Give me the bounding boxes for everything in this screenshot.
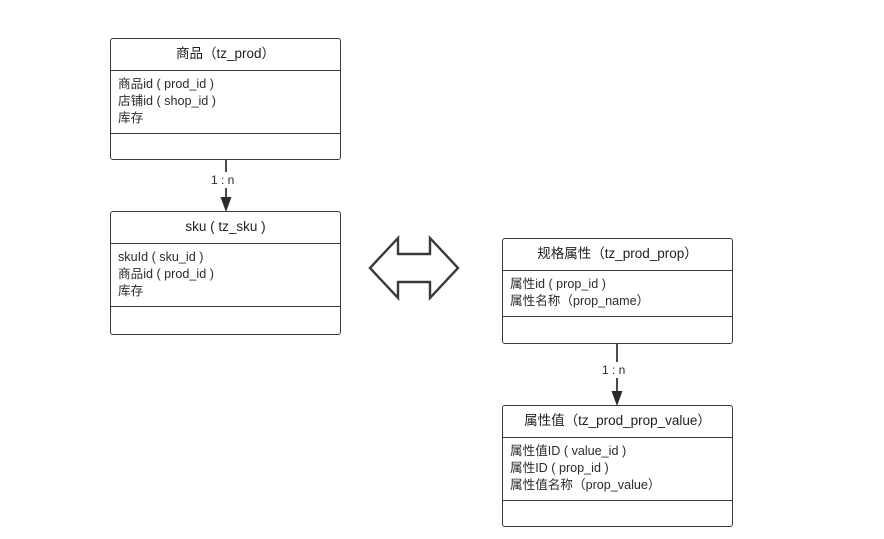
entity-methods-tz-prod-prop bbox=[503, 317, 732, 343]
entity-box-tz-sku[interactable]: sku ( tz_sku ) skuId ( sku_id ) 商品id ( p… bbox=[110, 211, 341, 335]
entity-methods-tz-sku bbox=[111, 307, 340, 334]
entity-title-tz-prod-prop: 规格属性（tz_prod_prop） bbox=[503, 239, 732, 271]
attribute-row: 属性值名称（prop_value） bbox=[510, 477, 661, 492]
attribute-row: 商品id ( prod_id ) bbox=[118, 266, 214, 281]
entity-title-tz-prod: 商品（tz_prod） bbox=[111, 39, 340, 71]
entity-title-tz-prod-prop-value: 属性值（tz_prod_prop_value） bbox=[503, 406, 732, 438]
attribute-row: 店铺id ( shop_id ) bbox=[118, 93, 216, 108]
entity-attributes-tz-prod: 商品id ( prod_id ) 店铺id ( shop_id ) 库存 bbox=[111, 71, 340, 134]
entity-box-tz-prod-prop[interactable]: 规格属性（tz_prod_prop） 属性id ( prop_id ) 属性名称… bbox=[502, 238, 733, 344]
entity-methods-tz-prod bbox=[111, 134, 340, 159]
attribute-row: skuId ( sku_id ) bbox=[118, 249, 204, 264]
entity-attributes-tz-sku: skuId ( sku_id ) 商品id ( prod_id ) 库存 bbox=[111, 244, 340, 307]
entity-title-tz-sku: sku ( tz_sku ) bbox=[111, 212, 340, 244]
attribute-row: 属性id ( prop_id ) bbox=[510, 276, 606, 291]
attribute-row: 库存 bbox=[118, 110, 144, 125]
attribute-row: 属性ID ( prop_id ) bbox=[510, 460, 609, 475]
entity-box-tz-prod-prop-value[interactable]: 属性值（tz_prod_prop_value） 属性值ID ( value_id… bbox=[502, 405, 733, 527]
entity-attributes-tz-prod-prop-value: 属性值ID ( value_id ) 属性ID ( prop_id ) 属性值名… bbox=[503, 438, 732, 501]
entity-box-tz-prod[interactable]: 商品（tz_prod） 商品id ( prod_id ) 店铺id ( shop… bbox=[110, 38, 341, 160]
relation-label-prop-to-propvalue: 1 : n bbox=[599, 362, 629, 378]
attribute-row: 商品id ( prod_id ) bbox=[118, 76, 214, 91]
attribute-row: 属性名称（prop_name） bbox=[510, 293, 650, 308]
entity-attributes-tz-prod-prop: 属性id ( prop_id ) 属性名称（prop_name） bbox=[503, 271, 732, 317]
entity-methods-tz-prod-prop-value bbox=[503, 501, 732, 526]
attribute-row: 库存 bbox=[118, 283, 144, 298]
relation-label-prod-to-sku: 1 : n bbox=[208, 172, 238, 188]
attribute-row: 属性值ID ( value_id ) bbox=[510, 443, 627, 458]
double-headed-arrow-icon bbox=[368, 234, 460, 302]
